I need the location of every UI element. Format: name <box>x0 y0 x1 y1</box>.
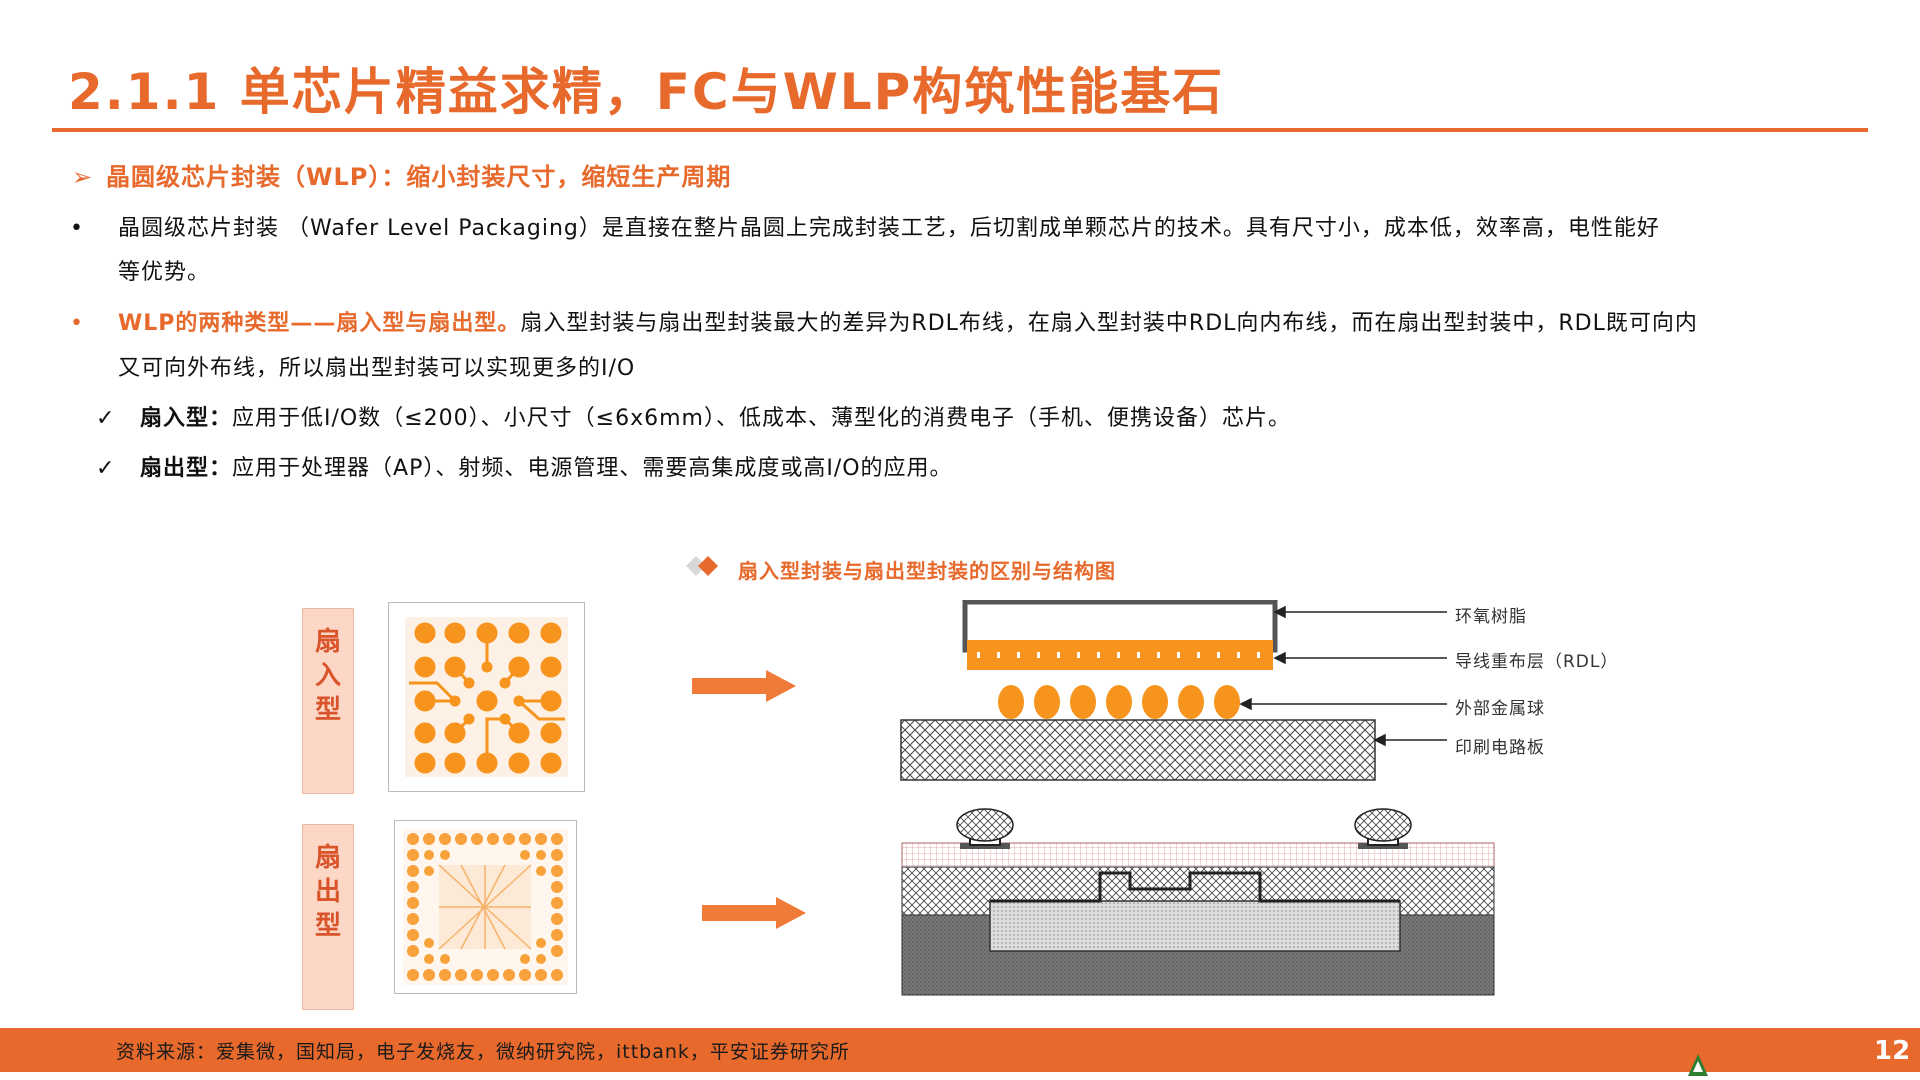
check-item-fanin: ✓ 扇入型：应用于低I/O数（≤200）、小尺寸（≤6x6mm）、低成本、薄型化的… <box>96 400 1291 432</box>
bullet-dot-icon: • <box>70 311 84 336</box>
fanin-chip-image <box>388 602 585 792</box>
check-item-label: 扇入型： <box>140 406 233 431</box>
bullet-1-line-2: 等优势。 <box>118 260 211 285</box>
fanout-structure-diagram <box>901 808 1495 996</box>
subheading-text: 晶圆级芯片封装（WLP）：缩小封装尺寸，缩短生产周期 <box>106 163 732 191</box>
fanin-tag-char: 扇 <box>314 627 341 657</box>
bullet-1-text: 晶圆级芯片封装 （Wafer Level Packaging）是直接在整片晶圆上… <box>118 216 1660 241</box>
fanin-tag-char: 型 <box>314 695 341 725</box>
figure-caption: 扇入型封装与扇出型封装的区别与结构图 <box>738 559 1116 583</box>
checkmark-icon: ✓ <box>96 406 116 431</box>
bullet-2-text: 扇入型封装与扇出型封装最大的差异为RDL布线，在扇入型封装中RDL向内布线，而在… <box>520 311 1698 336</box>
check-item-text: 应用于低I/O数（≤200）、小尺寸（≤6x6mm）、低成本、薄型化的消费电子（… <box>232 406 1291 431</box>
bullet-1-line-1: • 晶圆级芯片封装 （Wafer Level Packaging）是直接在整片晶圆… <box>70 210 1660 242</box>
fanout-bump-pattern <box>403 829 568 985</box>
legend-balls: 外部金属球 <box>1455 699 1545 719</box>
bullet-2-line-1: • WLP的两种类型——扇入型与扇出型。扇入型封装与扇出型封装最大的差异为RDL布… <box>70 305 1698 337</box>
legend-epoxy: 环氧树脂 <box>1455 607 1527 627</box>
check-item-fanout: ✓ 扇出型：应用于处理器（AP）、射频、电源管理、需要高集成度或高I/O的应用。 <box>96 450 953 482</box>
legend-pcb: 印刷电路板 <box>1455 738 1545 758</box>
footer-source: 资料来源：爱集微，国知局，电子发烧友，微纳研究院，ittbank，平安证券研究所 <box>116 1041 850 1063</box>
checkmark-icon: ✓ <box>96 456 116 481</box>
fanout-chip-image <box>394 820 577 994</box>
arrow-bullet-icon: ➢ <box>72 163 94 191</box>
fanin-structure-diagram <box>900 600 1447 781</box>
arrow-right-icon <box>702 897 806 929</box>
fanin-tag-char: 入 <box>314 661 341 691</box>
check-item-text: 应用于处理器（AP）、射频、电源管理、需要高集成度或高I/O的应用。 <box>232 456 953 481</box>
diamond-icon <box>686 556 718 576</box>
legend-rdl: 导线重布层（RDL） <box>1455 652 1619 672</box>
page-title: 2.1.1 单芯片精益求精，FC与WLP构筑性能基石 <box>68 63 1225 121</box>
bullet-2-line-2: 又可向外布线，所以扇出型封装可以实现更多的I/O <box>118 356 636 381</box>
fanin-tag: 扇 入 型 <box>302 608 354 794</box>
logo-icon <box>1688 1054 1708 1076</box>
fanout-tag: 扇 出 型 <box>302 824 354 1010</box>
arrow-right-icon <box>692 670 796 702</box>
check-item-label: 扇出型： <box>140 456 233 481</box>
page-number: 12 <box>1874 1036 1911 1066</box>
fanout-tag-char: 型 <box>314 911 341 941</box>
title-divider <box>52 128 1868 132</box>
bullet-dot-icon: • <box>70 216 84 241</box>
fanout-tag-char: 出 <box>314 877 341 907</box>
subheading: ➢ 晶圆级芯片封装（WLP）：缩小封装尺寸，缩短生产周期 <box>72 157 731 192</box>
footer-bar <box>0 1028 1920 1072</box>
bullet-2-highlight: WLP的两种类型——扇入型与扇出型。 <box>118 311 521 336</box>
fanin-bump-pattern <box>405 617 568 777</box>
fanout-tag-char: 扇 <box>314 843 341 873</box>
